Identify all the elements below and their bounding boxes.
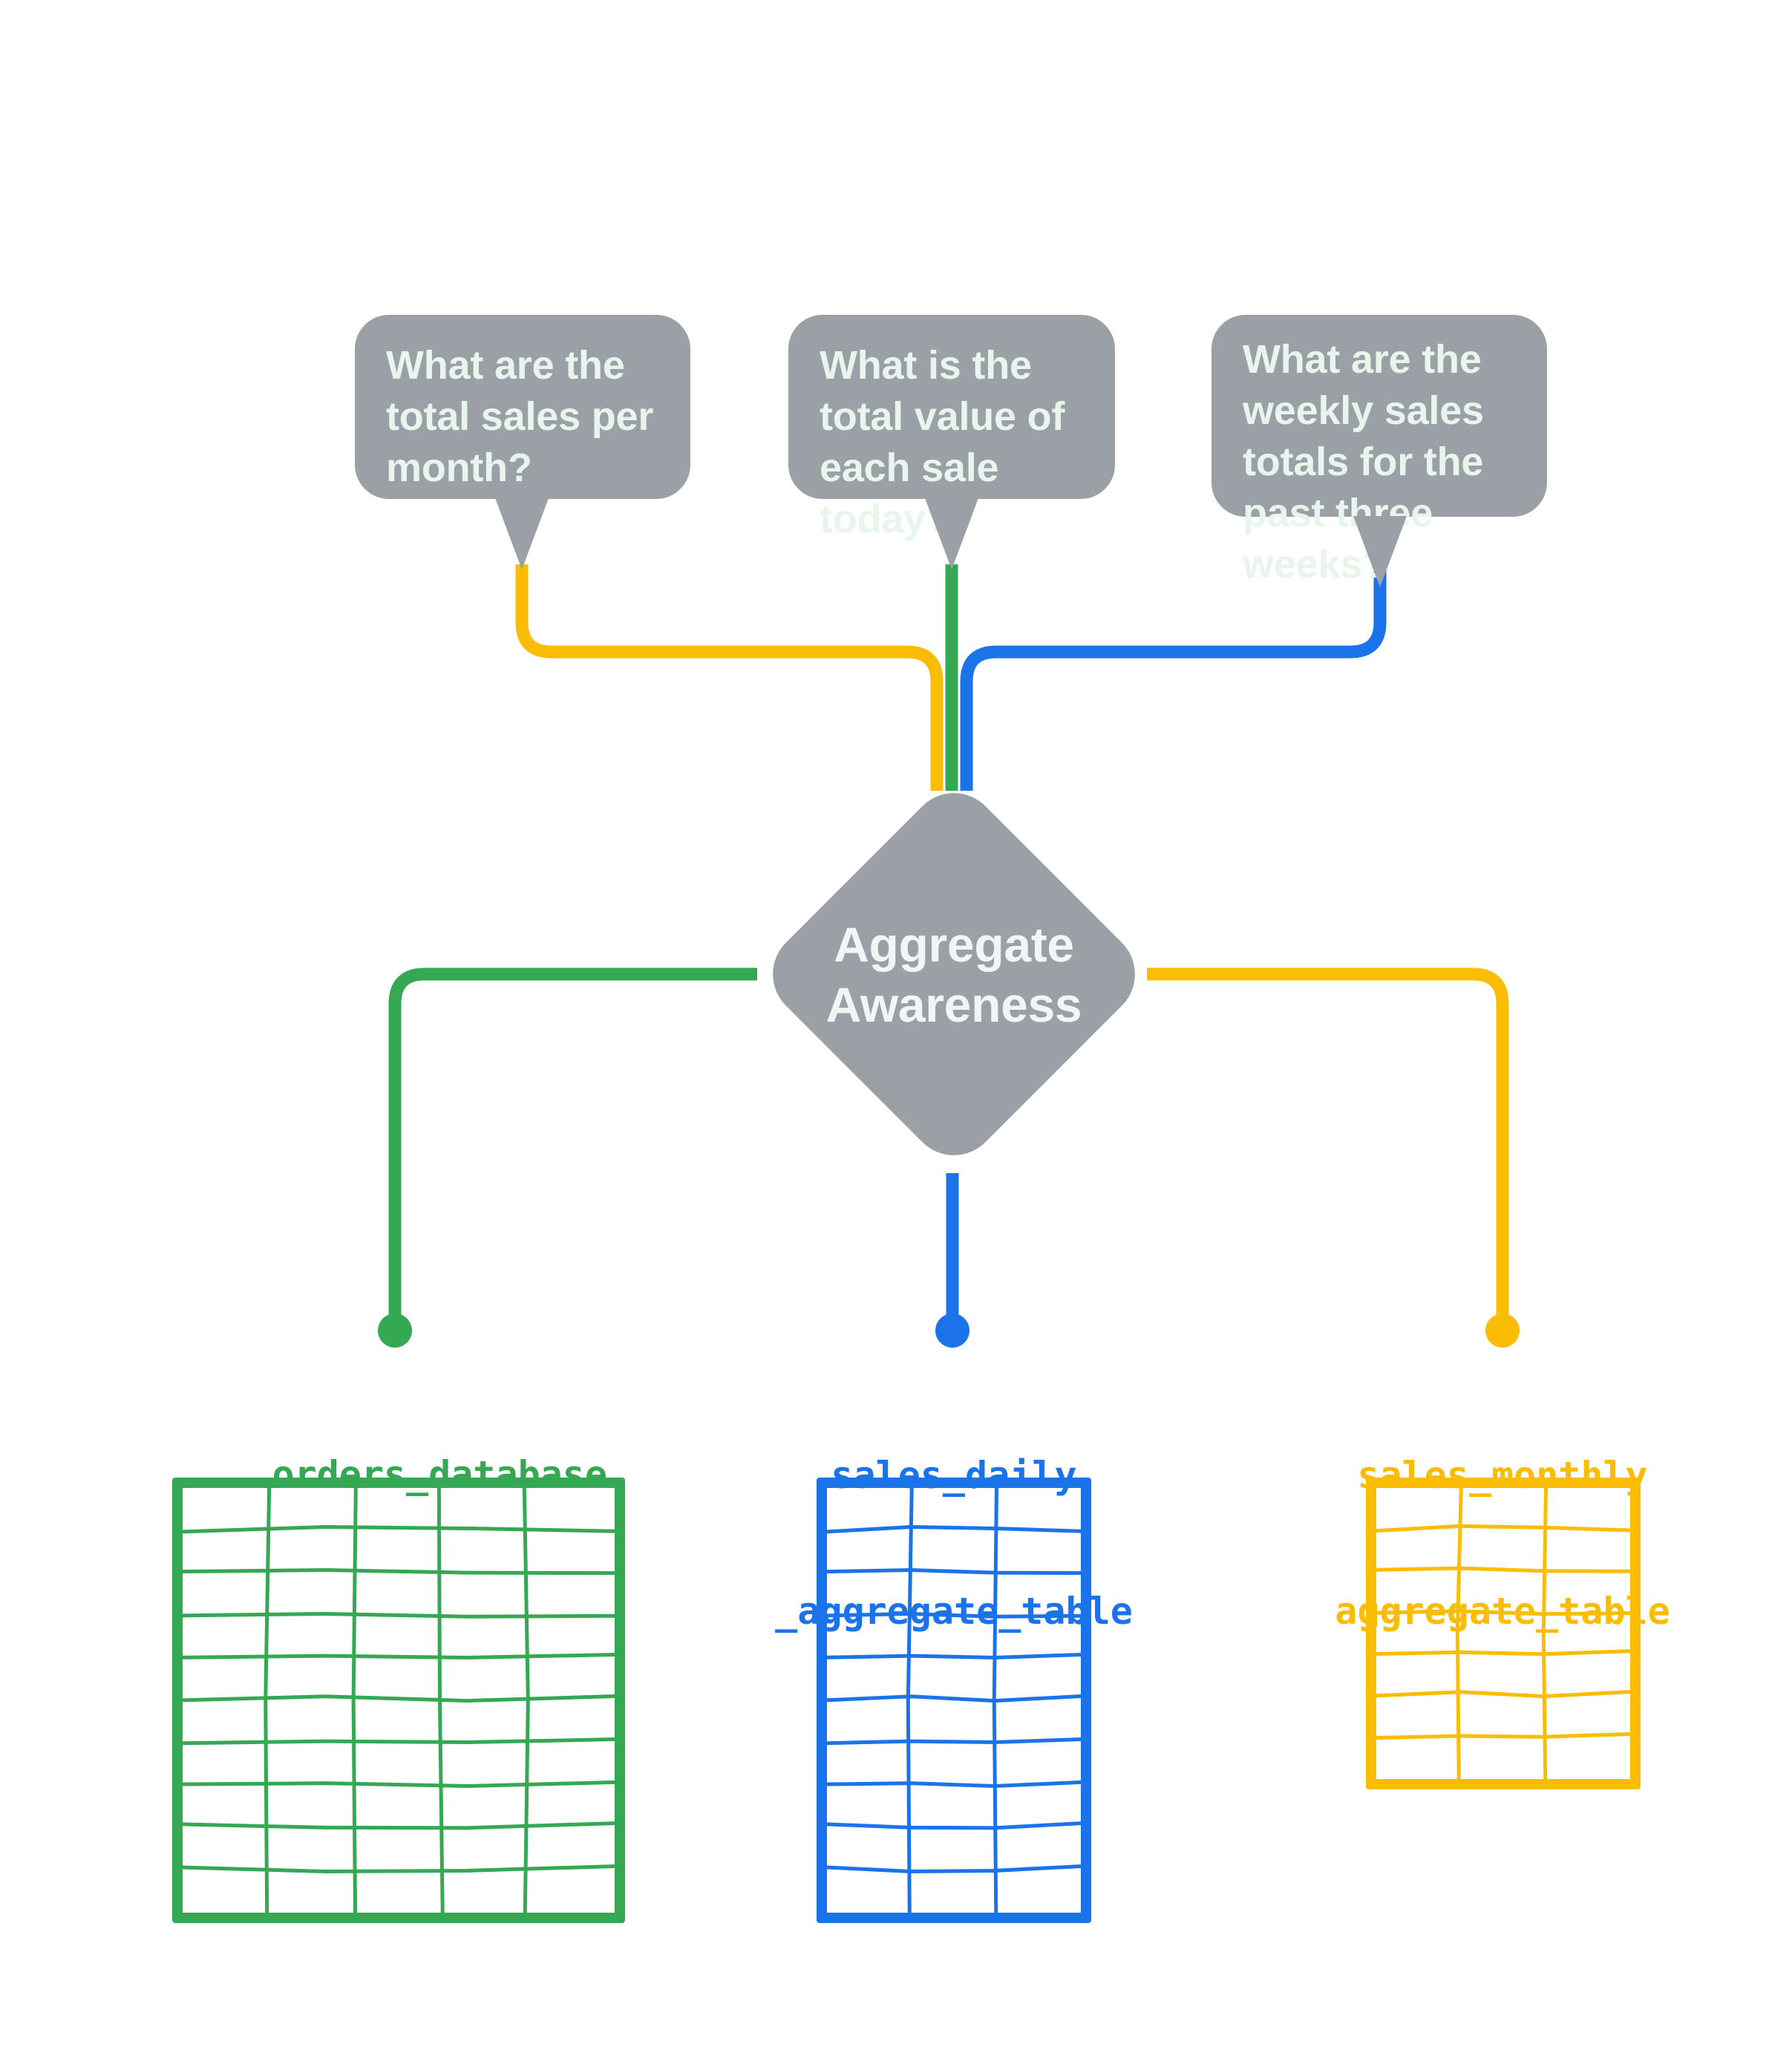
wire-green-bottom: [388, 967, 757, 1318]
wire-yellow-bottom: [1147, 967, 1509, 1318]
table-label-sales-monthly-line1: sales_monthly: [1357, 1454, 1648, 1497]
question-bubble-weekly[interactable]: What are the weekly sales totals for the…: [1211, 315, 1547, 587]
table-grid-orders-database[interactable]: [172, 1478, 625, 1923]
question-bubble-monthly-tail: [495, 498, 549, 569]
table-grid-sales-daily[interactable]: [817, 1478, 1091, 1923]
question-bubble-monthly-text: What are the total sales per month?: [386, 343, 654, 491]
table-grid-lines: [180, 1486, 617, 1915]
wire-blue-top: [960, 566, 1387, 791]
question-bubble-daily-tail: [925, 498, 978, 569]
question-bubble-daily[interactable]: What is the total value of each sale tod…: [788, 315, 1115, 541]
endpoint-dot-green: [378, 1313, 412, 1348]
wire-yellow-top: [515, 564, 944, 791]
question-bubble-weekly-tail: [1353, 516, 1407, 587]
table-grid-sales-monthly[interactable]: [1366, 1478, 1641, 1789]
table-label-sales-daily-line2: _aggregate_table: [775, 1590, 1133, 1633]
table-grid-lines: [825, 1486, 1083, 1915]
endpoint-dot-blue: [935, 1313, 969, 1348]
table-grid-lines: [1374, 1486, 1632, 1781]
table-label-sales-daily: sales_daily _aggregate_table: [731, 1362, 1177, 1725]
question-bubble-monthly[interactable]: What are the total sales per month?: [355, 315, 690, 499]
table-label-sales-daily-line1: sales_daily: [831, 1454, 1077, 1497]
endpoint-dot-yellow: [1485, 1313, 1520, 1348]
